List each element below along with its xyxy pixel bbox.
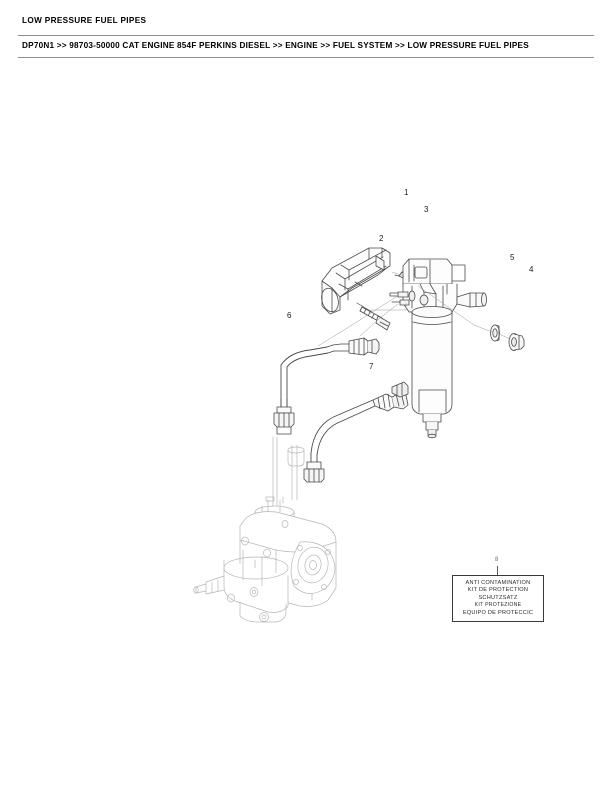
callout-1: 1 [404,188,409,197]
callout-8: 8 [495,557,499,563]
breadcrumb: DP70N1 >> 98703-50000 CAT ENGINE 854F PE… [22,41,529,50]
kit-line-fr: KIT DE PROTECTION [467,587,529,594]
callout-4: 4 [529,265,534,274]
part-filter-bowl [411,306,453,439]
kit-line-en: ANTI CONTAMINATION [465,580,531,586]
header-divider-top [18,35,594,36]
callout-8-leader-line [497,566,498,575]
callout-6: 6 [287,311,292,320]
part-clip-bracket [321,247,391,315]
callout-7: 7 [369,362,374,371]
parts-diagram-drawing [193,247,525,623]
part-banjo-bolt-4 [508,333,525,351]
anti-contamination-kit-box: ANTI CONTAMINATION KIT DE PROTECTION SCH… [452,575,544,623]
part-fuel-pipe-7 [303,381,409,483]
part-bolt-2 [356,302,391,331]
kit-line-de: SCHUTZSATZ [478,594,518,601]
kit-line-it: KIT PROTEZIONE [474,602,522,609]
kit-line-es: EQUIPO DE PROTECCIC [462,609,534,616]
part-washer-5 [490,324,500,342]
page-title: LOW PRESSURE FUEL PIPES [22,16,147,25]
header-divider-bottom [18,57,594,58]
callout-5: 5 [510,253,515,262]
part-injection-pump [193,436,337,623]
parts-diagram [0,60,612,680]
part-fuel-pipe-6 [273,337,380,435]
callout-3: 3 [424,205,429,214]
part-filter-head [389,258,487,313]
callout-2: 2 [379,234,384,243]
